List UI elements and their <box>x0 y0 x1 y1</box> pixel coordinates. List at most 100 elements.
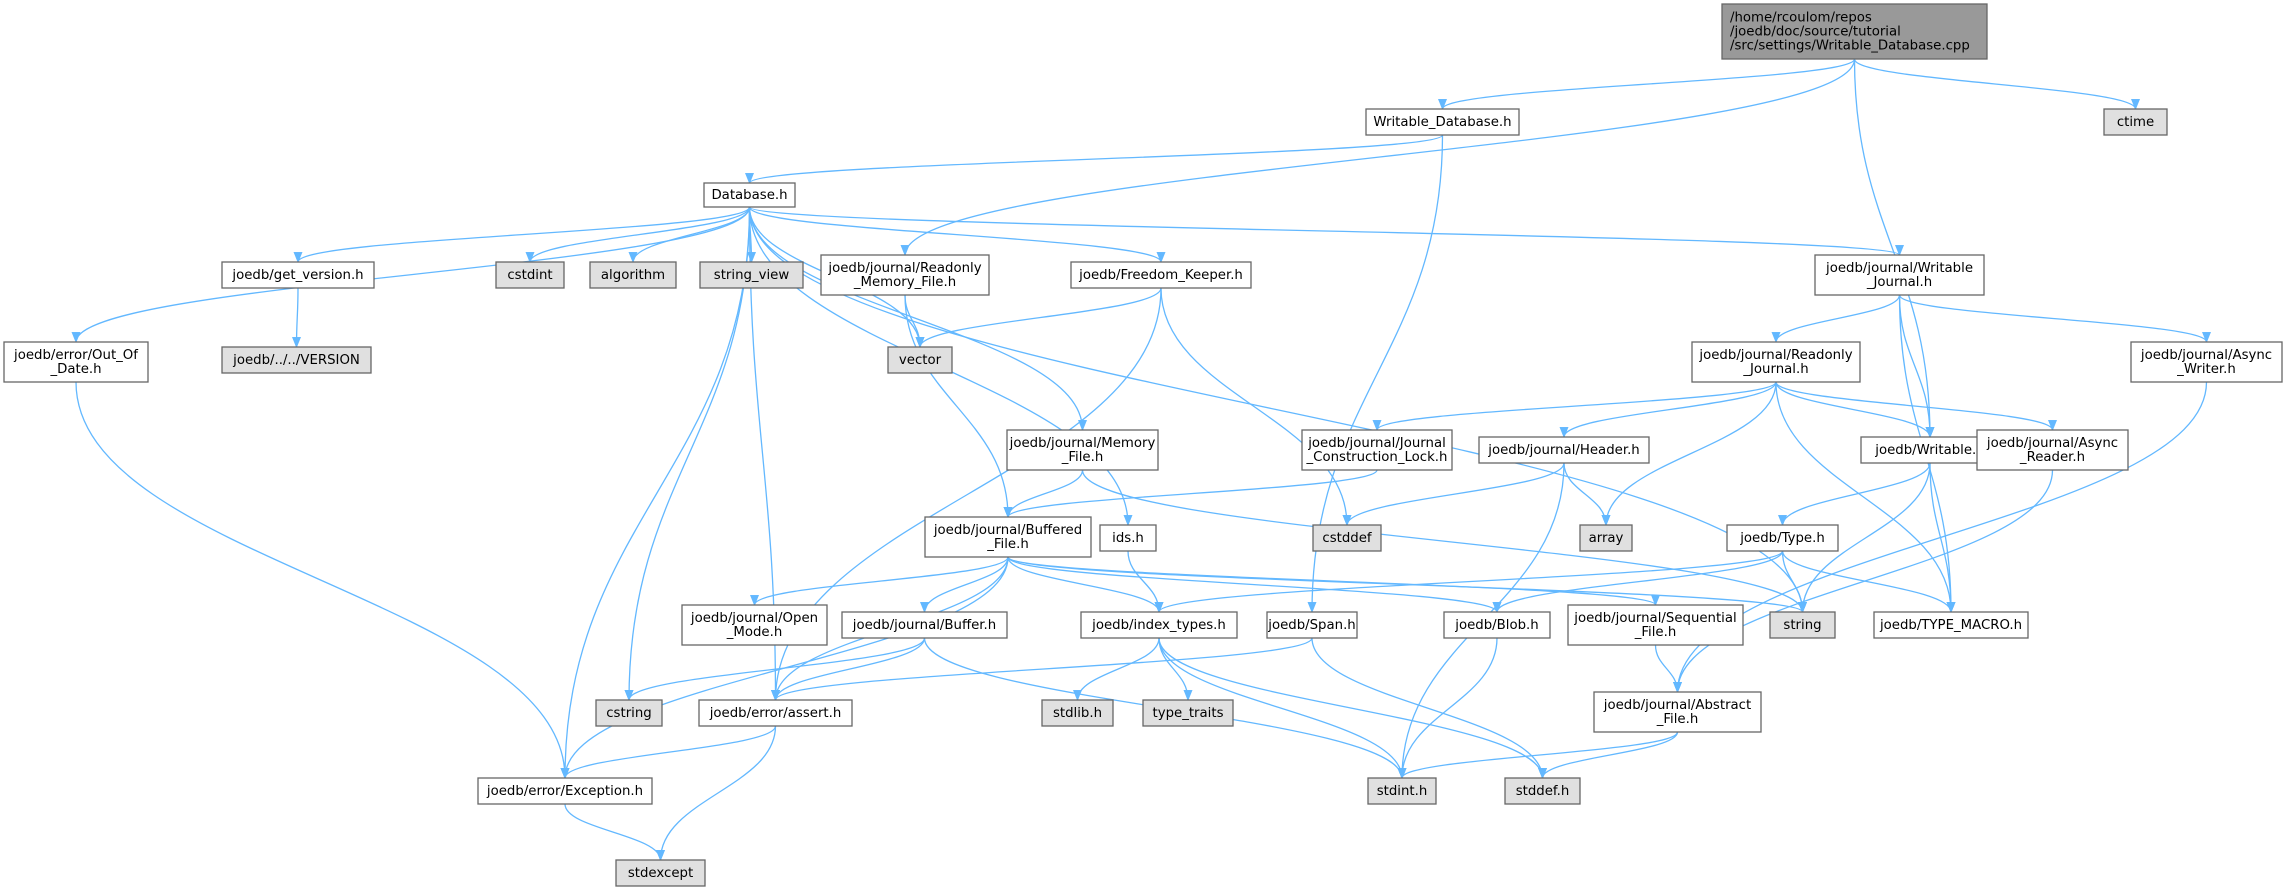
node-box <box>1691 341 1861 383</box>
node-algorithm[interactable]: algorithm <box>589 261 677 289</box>
node-label: joedb/get_version.h <box>231 268 363 283</box>
node-box <box>1041 699 1114 727</box>
file-nodes: /home/rcoulom/repos/joedb/doc/source/tut… <box>3 3 2283 887</box>
node-label: _Journal.h <box>1742 362 1808 377</box>
node-out-of-date[interactable]: joedb/error/Out_Of_Date.h <box>3 341 149 383</box>
node-box <box>1367 777 1437 805</box>
node-label: stdint.h <box>1377 784 1428 799</box>
edge-header-to-array <box>1563 462 1606 525</box>
node-writable-journal[interactable]: joedb/journal/Writable_Journal.h <box>1814 254 1985 296</box>
node-box <box>699 261 804 289</box>
node-label: _File.h <box>1634 625 1677 640</box>
node-header[interactable]: joedb/journal/Header.h <box>1478 436 1650 464</box>
node-stdexcept[interactable]: stdexcept <box>615 859 706 887</box>
node-version[interactable]: joedb/../../VERSION <box>221 346 372 374</box>
node-async-writer[interactable]: joedb/journal/Async_Writer.h <box>2130 341 2283 383</box>
edge-span-to-assert <box>776 637 1313 700</box>
edge-out_of_date-to-exception <box>75 381 565 778</box>
node-abstract-file[interactable]: joedb/journal/Abstract_File.h <box>1593 691 1762 733</box>
edge-writable_journal-to-writable <box>1898 294 1931 437</box>
node-box <box>1721 3 1988 60</box>
node-label: _Memory_File.h <box>853 275 956 290</box>
node-box <box>1142 699 1234 727</box>
edge-header-to-cstddef <box>1347 462 1565 525</box>
node-box <box>1567 604 1744 646</box>
edge-ids-to-index_types <box>1127 550 1159 612</box>
edge-root-to-ctime <box>1853 58 2136 109</box>
node-writable[interactable]: joedb/Writable.h <box>1860 436 2000 464</box>
node-type-macro[interactable]: joedb/TYPE_MACRO.h <box>1873 611 2029 639</box>
edge-readonly_journal-to-writable <box>1775 381 1930 437</box>
node-label: array <box>1589 531 1624 546</box>
node-readonly-journal[interactable]: joedb/journal/Readonly_Journal.h <box>1691 341 1861 383</box>
edge-index_types-to-stdlib <box>1078 637 1160 700</box>
node-buffered-file[interactable]: joedb/journal/Buffered_File.h <box>924 516 1092 558</box>
edge-database-to-exception <box>565 206 751 778</box>
node-label: joedb/error/Out_Of <box>13 348 138 363</box>
edge-readonly_memory_file-to-buffered_file <box>904 294 1008 517</box>
edge-buffered_file-to-blob <box>1007 556 1497 612</box>
node-string-view[interactable]: string_view <box>699 261 804 289</box>
node-get-version[interactable]: joedb/get_version.h <box>221 261 375 289</box>
node-ids[interactable]: ids.h <box>1099 524 1157 552</box>
edge-sequential_file-to-abstract_file <box>1654 644 1678 692</box>
node-label: joedb/index_types.h <box>1091 618 1226 633</box>
edge-buffered_file-to-open_mode <box>755 556 1009 605</box>
edge-readonly_journal-to-array <box>1606 381 1777 525</box>
node-label: _Mode.h <box>726 625 783 640</box>
node-index-types[interactable]: joedb/index_types.h <box>1080 611 1238 639</box>
node-async-reader[interactable]: joedb/journal/Async_Reader.h <box>1976 429 2129 471</box>
node-string[interactable]: string <box>1769 611 1836 639</box>
node-freedom-keeper[interactable]: joedb/Freedom_Keeper.h <box>1070 261 1252 289</box>
node-box <box>1873 611 2029 639</box>
node-array[interactable]: array <box>1579 524 1633 552</box>
node-ctime[interactable]: ctime <box>2103 108 2168 136</box>
node-label: joedb/Freedom_Keeper.h <box>1078 268 1243 283</box>
node-blob[interactable]: joedb/Blob.h <box>1443 611 1551 639</box>
edge-database-to-memory_file <box>748 206 1083 430</box>
node-stdlib[interactable]: stdlib.h <box>1041 699 1114 727</box>
node-cstring[interactable]: cstring <box>595 699 663 727</box>
edge-database-to-freedom_keeper <box>748 206 1162 262</box>
node-box <box>1080 611 1238 639</box>
node-vector[interactable]: vector <box>887 346 953 374</box>
node-exception[interactable]: joedb/error/Exception.h <box>477 777 653 805</box>
node-readonly-memory-file[interactable]: joedb/journal/Readonly_Memory_File.h <box>820 254 990 296</box>
node-box <box>1593 691 1762 733</box>
node-label: type_traits <box>1152 706 1223 721</box>
node-box <box>477 777 653 805</box>
node-box <box>1312 524 1382 552</box>
edge-readonly_journal-to-header <box>1564 381 1777 437</box>
node-span[interactable]: joedb/Span.h <box>1266 611 1358 639</box>
node-memory-file[interactable]: joedb/journal/Memory_File.h <box>1006 429 1159 471</box>
node-database[interactable]: Database.h <box>703 182 796 208</box>
node-journal-construction-lock[interactable]: joedb/journal/Journal_Construction_Lock.… <box>1301 429 1453 471</box>
node-label: stdexcept <box>628 866 693 881</box>
node-stdint[interactable]: stdint.h <box>1367 777 1437 805</box>
node-type-traits[interactable]: type_traits <box>1142 699 1234 727</box>
node-label: cstdint <box>507 268 552 283</box>
node-label: joedb/journal/Buffer.h <box>852 618 996 633</box>
node-label: cstddef <box>1322 531 1372 546</box>
node-sequential-file[interactable]: joedb/journal/Sequential_File.h <box>1567 604 1744 646</box>
node-label: _Writer.h <box>2176 362 2236 377</box>
node-buffer[interactable]: joedb/journal/Buffer.h <box>841 611 1008 639</box>
edge-memory_file-to-buffered_file <box>1008 469 1084 517</box>
node-root[interactable]: /home/rcoulom/repos/joedb/doc/source/tut… <box>1721 3 1988 60</box>
node-cstddef[interactable]: cstddef <box>1312 524 1382 552</box>
edge-database-to-out_of_date <box>76 206 751 342</box>
node-open-mode[interactable]: joedb/journal/Open_Mode.h <box>681 604 828 646</box>
node-writable-database[interactable]: Writable_Database.h <box>1365 108 1520 136</box>
node-type[interactable]: joedb/Type.h <box>1726 524 1839 552</box>
edge-blob-to-stdint <box>1402 637 1498 778</box>
edge-readonly_journal-to-journal_construction_lock <box>1377 381 1777 430</box>
node-label: joedb/journal/Async <box>2140 348 2272 363</box>
node-cstdint[interactable]: cstdint <box>495 261 565 289</box>
node-assert[interactable]: joedb/error/assert.h <box>698 699 853 727</box>
node-stddef[interactable]: stddef.h <box>1504 777 1581 805</box>
node-box <box>703 182 796 208</box>
node-label: Writable_Database.h <box>1373 115 1511 130</box>
node-box <box>1976 429 2129 471</box>
node-box <box>1478 436 1650 464</box>
